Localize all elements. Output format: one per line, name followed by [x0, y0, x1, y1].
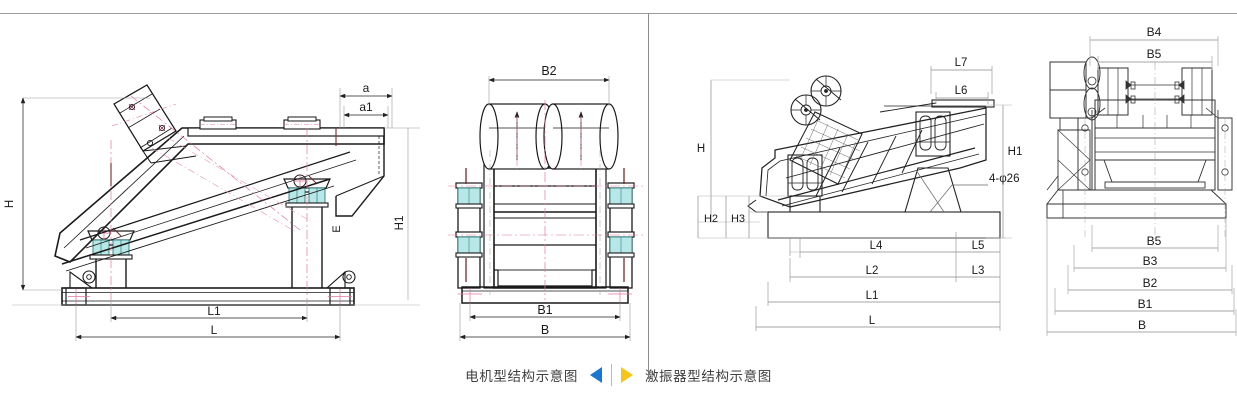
top-rule-divider: [0, 13, 1237, 14]
vibrator-motor-drums: [479, 103, 619, 170]
motor-mount-assembly: [111, 84, 301, 231]
triangle-left-icon[interactable]: [589, 367, 602, 383]
dim-label-B5-top: B5: [1147, 47, 1162, 61]
motor-front-view-dimensions: [459, 76, 631, 341]
dim-label-L-exciter: L: [869, 315, 876, 327]
dim-label-L1: L1: [207, 304, 221, 318]
dim-label-L: L: [211, 323, 218, 337]
diagram-caption-bar: 电机型结构示意图 激振器型结构示意图: [0, 360, 1237, 390]
dim-label-B: B: [541, 323, 549, 337]
motor-side-view-dimensions: [12, 88, 420, 341]
dim-label-L7: L7: [955, 57, 968, 69]
exciter-side-view-dimensions: [697, 66, 1012, 331]
motor-side-view: [54, 84, 385, 306]
center-vertical-divider: [648, 13, 649, 379]
dim-label-a: a: [363, 81, 370, 95]
dim-label-L2: L2: [866, 265, 879, 277]
dim-label-B5-bottom: B5: [1147, 234, 1162, 248]
caption-exciter-type: 激振器型结构示意图: [644, 369, 772, 384]
exciter-front-view-dimensions: [1046, 36, 1237, 336]
caption-separator: [610, 364, 612, 386]
dim-label-H1-exciter: H1: [1008, 146, 1023, 158]
exciter-wheels: [790, 75, 842, 126]
dim-label-B4: B4: [1147, 25, 1162, 39]
dim-label-L5: L5: [972, 240, 985, 252]
dim-label-B-exciter: B: [1138, 318, 1146, 332]
dim-label-L6: L6: [955, 85, 968, 97]
dim-label-H: H: [4, 200, 16, 208]
triangle-right-icon[interactable]: [620, 367, 633, 383]
dim-label-L3: L3: [972, 265, 985, 277]
motor-front-view: [448, 100, 644, 304]
dim-label-a1: a1: [359, 100, 373, 114]
dim-label-B1: B1: [537, 303, 552, 317]
spring-pack-front: [455, 182, 635, 258]
caption-motor-type: 电机型结构示意图: [465, 369, 578, 384]
dim-label-L4: L4: [870, 240, 883, 252]
dim-label-H-exciter: H: [697, 143, 705, 155]
exciter-front-view: [1046, 56, 1233, 240]
dim-label-E: E: [331, 225, 343, 232]
hole-callout-label: 4-φ26: [989, 173, 1019, 185]
dim-label-B1-exciter: B1: [1138, 297, 1153, 311]
dim-label-H3: H3: [731, 213, 745, 225]
dim-label-H2: H2: [704, 213, 718, 225]
dim-label-B2: B2: [541, 64, 556, 78]
dim-label-H1: H1: [394, 216, 406, 231]
dim-label-B2-exciter: B2: [1143, 276, 1158, 290]
dim-label-L1-exciter: L1: [866, 290, 879, 302]
exciter-side-view: [747, 75, 1001, 239]
dim-label-B3: B3: [1143, 254, 1158, 268]
